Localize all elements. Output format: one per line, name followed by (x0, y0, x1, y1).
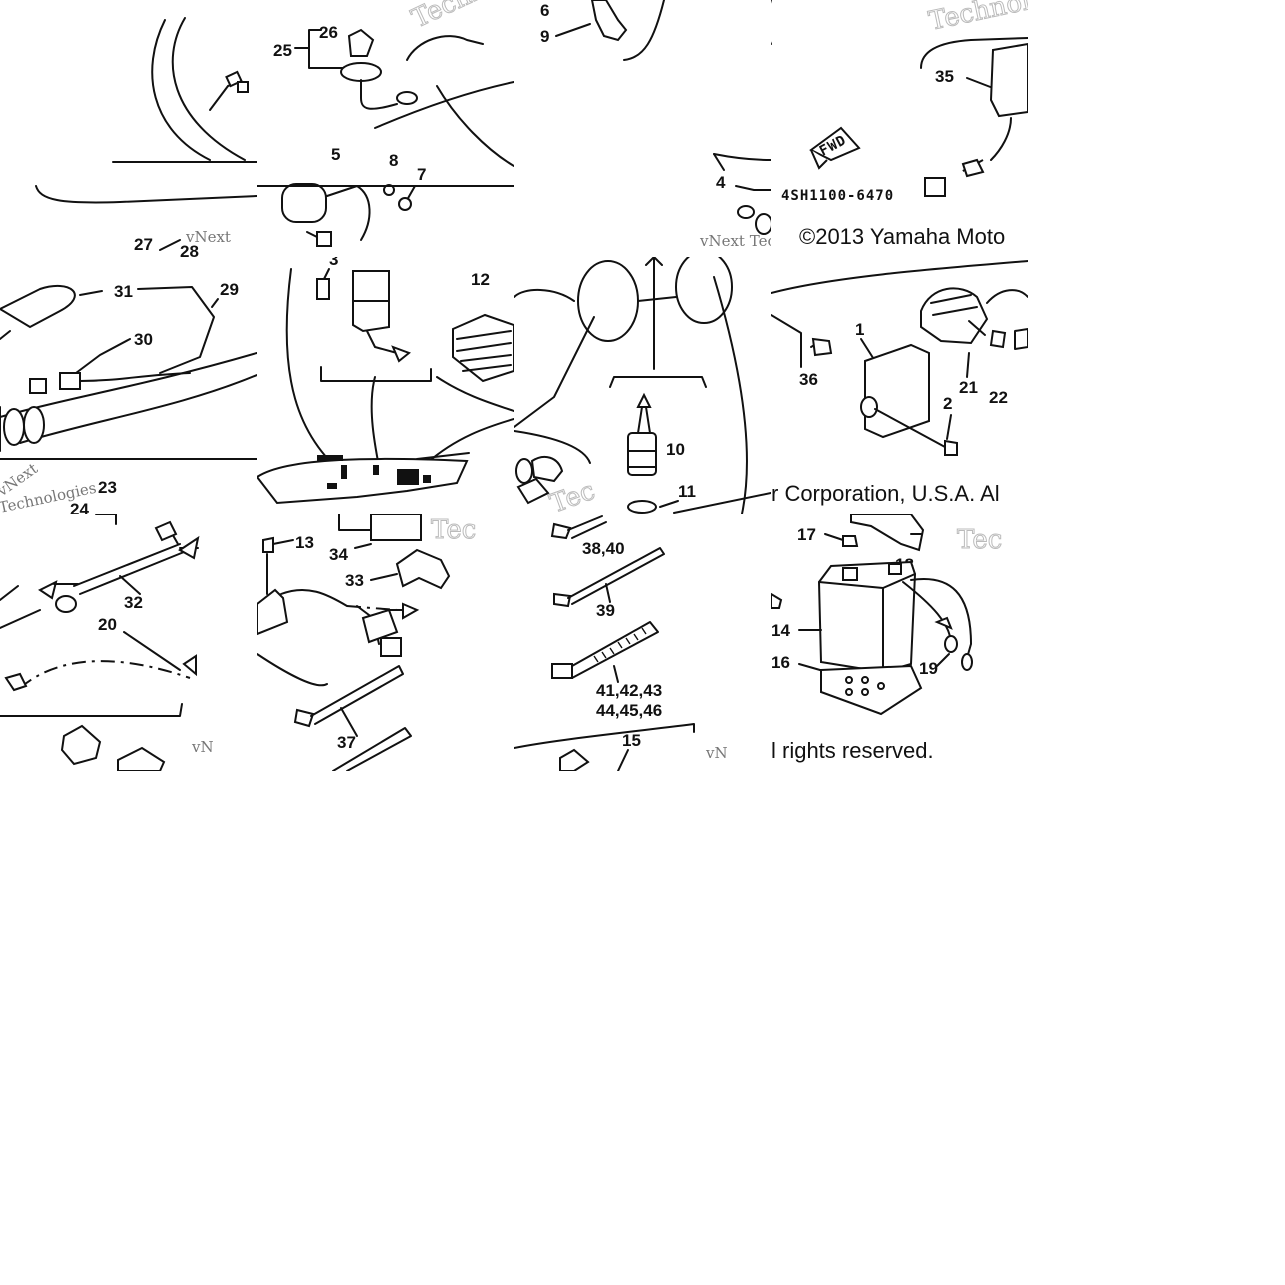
copyright-part2: r Corporation, U.S.A. Al (771, 481, 1000, 506)
callout-32: 32 (124, 593, 143, 612)
callout-2: 2 (943, 394, 952, 413)
callout-30: 30 (134, 330, 153, 349)
callout-31: 31 (114, 282, 133, 301)
callout-15: 15 (622, 731, 641, 750)
tile-r1-c1: 27 28 vNext (0, 0, 257, 257)
callout-5: 5 (331, 145, 340, 164)
callout-16: 16 (771, 653, 790, 672)
callout-28: 28 (180, 242, 199, 257)
callout-8: 8 (389, 151, 398, 170)
part-code: 4SH1100-6470 (781, 188, 894, 204)
tile-r2-c4: 36 1 2 21 22 r Corporation, U.S.A. Al (771, 257, 1028, 514)
watermark-vn-2: vN (705, 744, 728, 762)
callout-12: 12 (471, 270, 490, 289)
tile-r3-c1: 32 20 vN (0, 514, 257, 771)
callout-20: 20 (98, 615, 117, 634)
callout-33: 33 (345, 571, 364, 590)
callout-22: 22 (989, 388, 1008, 407)
tile-r2-c3: 10 11 Tec (514, 257, 771, 514)
callout-9: 9 (540, 27, 549, 46)
watermark-techno: Techno (407, 0, 505, 34)
callout-24: 24 (70, 500, 89, 514)
callout-26: 26 (319, 23, 338, 42)
callout-1: 1 (855, 320, 864, 339)
tile-r3-c2: 34 Tec 13 33 37 (257, 514, 514, 771)
callout-38-40: 38,40 (582, 539, 625, 558)
tile-r1-c4: Technologies 35 FWD 4SH1100-6470 ©2013 Y… (771, 0, 1028, 257)
callout-4: 4 (716, 173, 726, 192)
callout-37: 37 (337, 733, 356, 752)
watermark-vnext: vNext (185, 228, 231, 246)
tile-r1-c3: 6 9 4 vNext Tec (514, 0, 771, 257)
callout-17: 17 (797, 525, 816, 544)
callout-6: 6 (540, 1, 549, 20)
watermark-technologies: Technologies (926, 0, 1028, 37)
tile-r3-c4: 17 Tec 18 14 16 19 (771, 514, 1028, 771)
callout-7: 7 (417, 165, 426, 184)
tile-r2-c1: 31 29 30 vNext 23 Technologies 24 (0, 257, 257, 514)
watermark-vnext-tec: vNext Tec (699, 232, 771, 250)
callout-36: 36 (799, 370, 818, 389)
callout-13: 13 (295, 533, 314, 552)
watermark-vn: vN (191, 738, 214, 756)
callout-41-42-43: 41,42,43 (596, 681, 662, 700)
callout-23: 23 (98, 478, 117, 497)
callout-35: 35 (935, 67, 954, 86)
callout-10: 10 (666, 440, 685, 459)
tile-r1-c2: Techno 26 25 5 8 7 (257, 0, 514, 257)
callout-44-45-46: 44,45,46 (596, 701, 662, 720)
callout-27: 27 (134, 235, 153, 254)
watermark-tec: Tec (431, 515, 476, 545)
callout-34: 34 (329, 545, 348, 564)
tile-r2-c2: 3 12 (257, 257, 514, 514)
callout-11: 11 (678, 482, 696, 501)
callout-21: 21 (959, 378, 978, 397)
callout-25: 25 (273, 41, 292, 60)
watermark-tec-2: Tec (957, 525, 1002, 555)
callout-19: 19 (919, 659, 938, 678)
copyright-part3: l rights reserved. (771, 738, 934, 763)
copyright-part1: ©2013 Yamaha Moto (799, 224, 1005, 249)
callout-14: 14 (771, 621, 790, 640)
callout-29: 29 (220, 280, 239, 299)
tile-r3-c3: 38,40 39 41,42,43 44,45,46 15 vN (514, 514, 771, 771)
callout-39: 39 (596, 601, 615, 620)
callout-3: 3 (329, 257, 338, 269)
